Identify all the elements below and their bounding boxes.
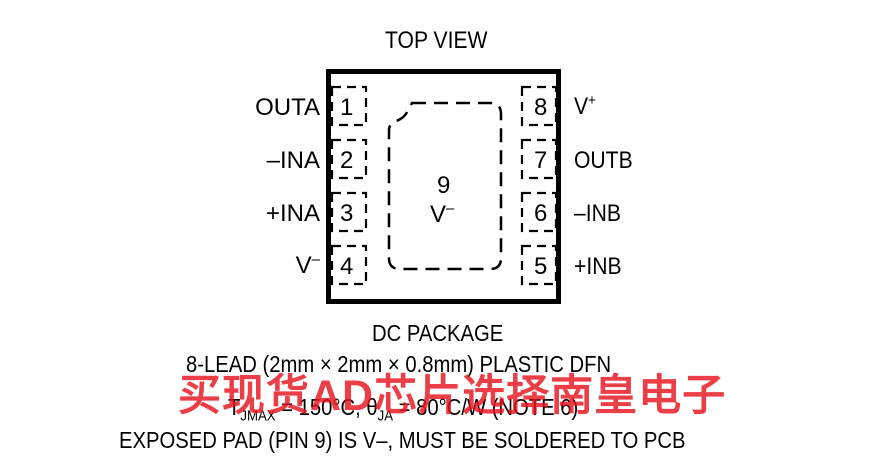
pin-5-number: 5 [534, 253, 548, 280]
pin-2-pad [330, 138, 368, 180]
pin-1-number: 1 [340, 94, 354, 121]
pin-7-label: OUTB [574, 147, 633, 174]
pin-7-number: 7 [534, 147, 548, 174]
pad-9-label: V– [430, 200, 455, 228]
top-view-title: TOP VIEW [385, 27, 488, 54]
pad-9-number: 9 [437, 172, 451, 199]
pin-7-pad [520, 138, 558, 180]
pin-8-number: 8 [534, 94, 548, 121]
watermark-text: 买现货AD芯片选择南皇电子 [178, 372, 727, 420]
pin-4-pad [330, 244, 368, 286]
package-description: 8-LEAD (2mm × 2mm × 0.8mm) PLASTIC DFN [186, 351, 612, 377]
pin-6-label: –INB [574, 200, 621, 227]
pin-5-label: +INB [574, 253, 622, 280]
pin-6-number: 6 [534, 200, 548, 227]
exposed-pad [387, 101, 503, 271]
pin-6-pad [520, 191, 558, 233]
pin-3-pad [330, 191, 368, 233]
pin-4-label: V– [295, 251, 320, 279]
pin-8-pad [520, 85, 558, 127]
thermal-spec: TJMAX = 150°C, θJA = 80°C/W (NOTE 6) [228, 394, 579, 425]
pin-1-pad [330, 85, 368, 127]
package-name: DC PACKAGE [372, 320, 504, 346]
pin-2-number: 2 [340, 147, 354, 174]
exposed-pad-note: EXPOSED PAD (PIN 9) IS V–, MUST BE SOLDE… [119, 427, 686, 453]
pin-2-label: –INA [266, 147, 320, 174]
package-body [326, 69, 561, 304]
pin-3-number: 3 [340, 200, 354, 227]
pin-5-pad [520, 244, 558, 286]
pin-8-label: V+ [574, 92, 596, 120]
pin-4-number: 4 [340, 253, 354, 280]
pin-3-label: +INA [265, 200, 320, 227]
pin-1-label: OUTA [255, 94, 320, 121]
